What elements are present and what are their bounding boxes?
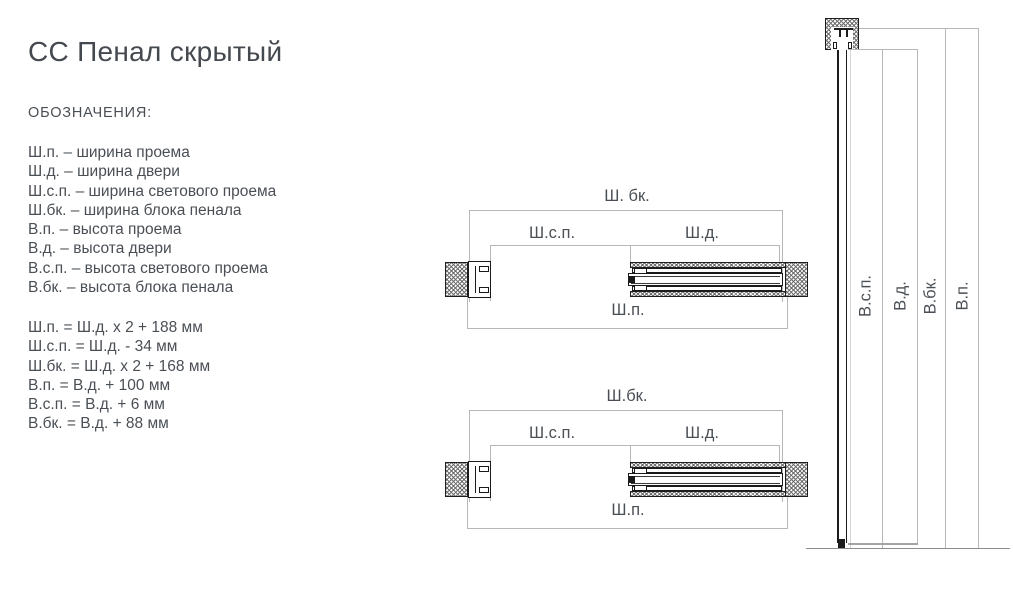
extension-line [469,210,470,302]
legend-heading: ОБОЗНАЧЕНИЯ: [28,105,153,121]
door-leaf-elevation [837,50,847,543]
dim-label-opening-width: Ш.п. [608,501,648,520]
legend-item: В.д. – высота двери [28,240,172,258]
dim-line-block-width [469,210,782,211]
legend-item: Ш.бк. – ширина блока пенала [28,201,242,219]
formula-item: Ш.бк. = Ш.д. x 2 + 168 мм [28,357,211,375]
formula-item: В.п. = В.д. + 100 мм [28,376,171,394]
pocket-inner-profile [632,486,782,491]
door-core-lines [631,475,780,484]
dim-label-opening-height: В.п. [953,281,972,311]
vertical-section-diagram: В.с.п. В.д. В.бк. В.п. [800,0,1013,565]
extension-line [467,497,468,528]
dim-label-door-width: Ш.д. [682,224,722,243]
dim-line-door-height [917,49,918,543]
dim-line-block-width [469,410,782,411]
dim-label-block-height: В.бк. [921,277,940,315]
extension-line [787,297,788,328]
pocket-inner-profile [632,268,782,273]
frame-profile-detail [475,466,477,493]
wall-section-left [445,462,468,497]
extension-line [469,410,470,502]
floor-line [806,548,1010,550]
pocket-inner-profile [632,468,782,473]
legend-item: Ш.с.п. – ширина светового проема [28,182,277,200]
legend-item: Ш.п. – ширина проема [28,144,190,161]
pocket-wall-bottom [630,491,786,497]
dim-line-light-door-width [490,245,779,246]
legend-item: В.с.п. – высота светового проема [28,259,268,277]
extension-line [779,245,780,262]
plan-diagram-top: Ш. бк. Ш.с.п. Ш.д. Ш.п. [443,187,815,339]
extension-line [859,28,979,29]
dim-line-opening-height [978,28,979,548]
dim-line-block-height [945,28,946,548]
wall-face-line [850,50,851,548]
wall-section-left [445,262,468,297]
frame-profile-detail [479,287,489,293]
page-title: СС Пенал скрытый [28,36,283,67]
legend-item: В.п. – высота проема [28,221,182,239]
dim-line-opening-width [467,328,788,329]
legend-item: Ш.д. – ширина двери [28,163,180,181]
formula-list: Ш.п. = Ш.д. x 2 + 188 мм Ш.с.п. = Ш.д. -… [28,318,210,434]
dim-label-light-width: Ш.с.п. [525,424,579,443]
frame-profile-detail [479,487,489,493]
dim-label-door-height: В.д. [891,281,910,311]
extension-line [779,445,780,462]
extension-line [782,210,783,302]
dim-label-block-width: Ш. бк. [601,187,653,206]
door-edge-detail [629,276,635,283]
formula-item: Ш.п. = Ш.д. x 2 + 188 мм [28,319,203,336]
extension-line [467,297,468,328]
pocket-wall-bottom [630,291,786,297]
plan-diagram-bottom: Ш.бк. Ш.с.п. Ш.д. Ш.п. [443,387,815,539]
door-edge-detail [629,476,635,483]
extension-line [630,245,631,262]
frame-profile-detail [475,266,477,293]
dim-label-light-width: Ш.с.п. [525,224,579,243]
door-leaf-section [628,273,783,286]
formula-item: Ш.с.п. = Ш.д. - 34 мм [28,338,178,356]
dim-label-opening-width: Ш.п. [608,301,648,320]
dim-line-light-door-width [490,445,779,446]
door-core-lines [631,275,780,284]
dim-label-door-width: Ш.д. [682,424,722,443]
floor-guide-detail [838,539,845,549]
track-foot-detail [833,42,837,49]
wall-section-right [785,262,808,297]
door-leaf-section [628,473,783,486]
legend-list: Ш.п. – ширина проема Ш.д. – ширина двери… [28,143,276,297]
dim-label-block-width: Ш.бк. [603,387,651,406]
legend-item: В.бк. – высота блока пенала [28,279,234,297]
extension-line [782,410,783,502]
dim-label-light-height: В.с.п. [856,275,875,317]
extension-line [630,445,631,462]
roller-hanger-detail [839,28,848,37]
extension-line [848,49,918,50]
formula-item: В.бк. = В.д. + 88 мм [28,415,169,433]
dim-line-opening-width [467,528,788,529]
frame-profile-detail [479,466,489,472]
pocket-inner-profile [632,286,782,291]
dim-line-light-height [882,50,883,548]
extension-line [848,543,918,545]
extension-line [787,497,788,528]
formula-item: В.с.п. = В.д. + 6 мм [28,396,165,414]
wall-section-right [785,462,808,497]
track-foot-detail [848,42,852,49]
frame-profile-detail [479,266,489,272]
